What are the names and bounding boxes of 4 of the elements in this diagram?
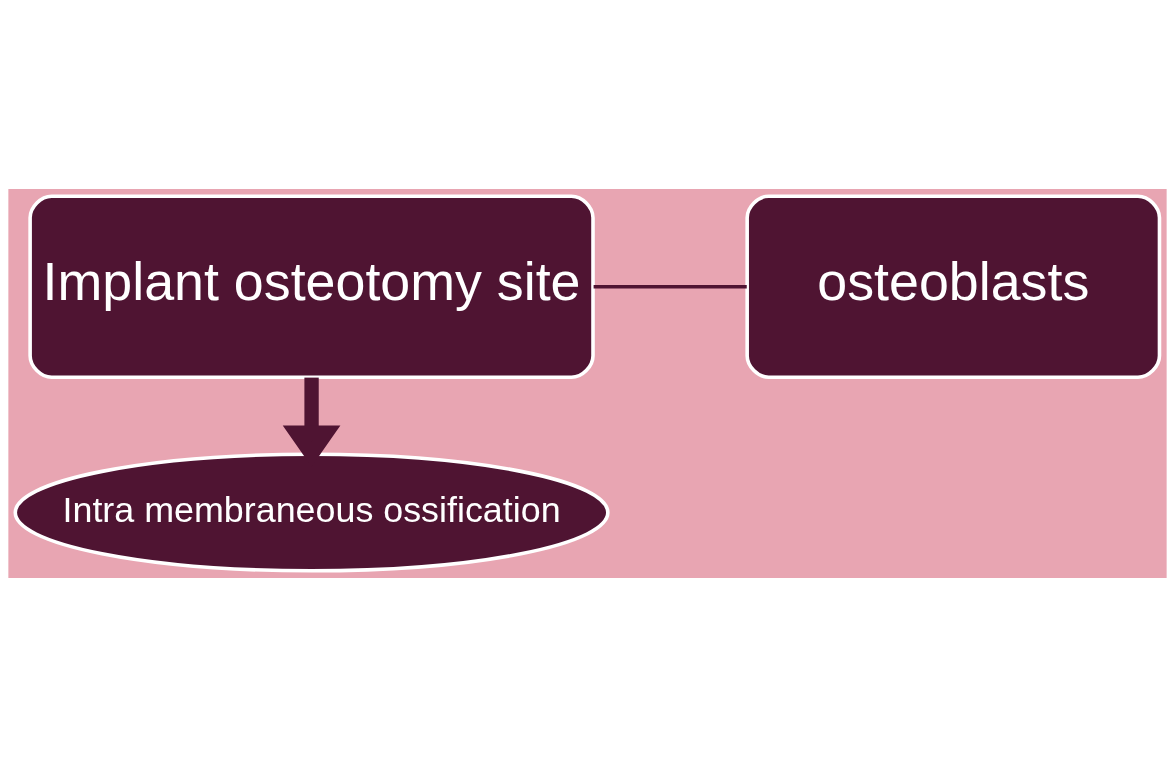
node-box: osteoblasts xyxy=(745,193,1162,379)
node-ellipse: Intra membraneous ossification xyxy=(13,452,610,573)
connector xyxy=(593,284,747,288)
node-box: Implant osteotomy site xyxy=(28,193,595,379)
